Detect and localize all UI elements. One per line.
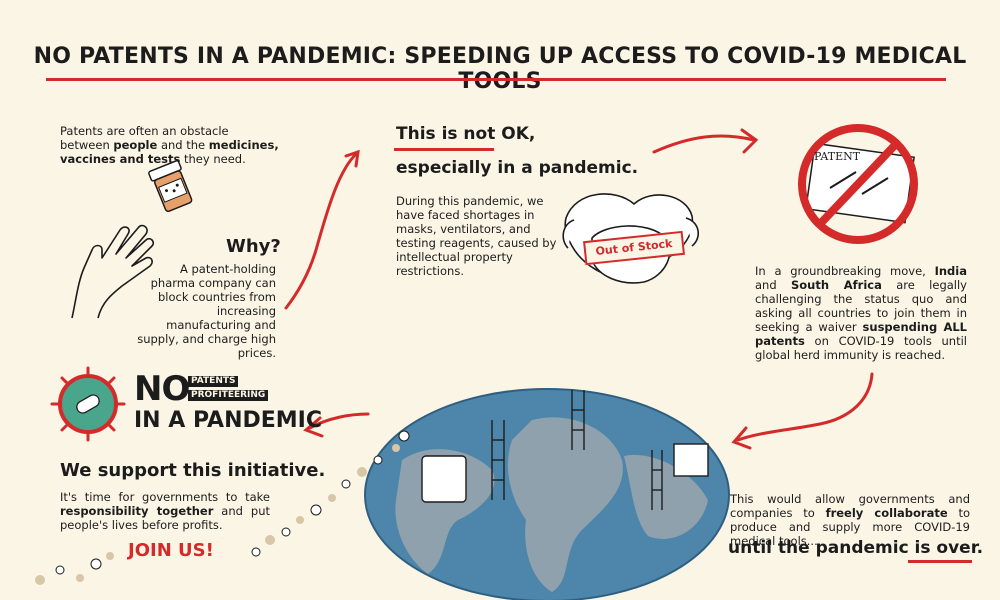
logo-tag-profiteering: PROFITEERING [188,390,269,401]
arrow-up-right-head [344,149,360,168]
trail-pill [310,504,322,516]
intro-b2: medicines, vaccines and tests [60,138,279,166]
support-t2: and put people's lives before profits. [60,504,270,532]
title-underline [46,78,946,81]
intro-t2: and the [157,138,209,152]
trail-pill [373,455,383,465]
until-over-heading: until the pandemic is over. [728,538,984,558]
trail-pill [357,467,367,477]
why-text: A patent-holding pharma company can bloc… [137,262,276,360]
india-b2: South Africa [791,278,882,292]
collab-b1: freely collaborate [825,506,948,520]
trail-pill [265,535,275,545]
intro-text: Patents are often an obstacle between pe… [60,124,280,166]
trail-pill [251,547,261,557]
logo-no: NO [134,369,190,409]
support-b1: responsibility together [60,504,214,518]
india-t1: In a groundbreaking move, [755,264,935,278]
intro-t3: they need. [180,152,246,166]
logo-tag-patents: PATENTS [188,376,239,387]
support-t1: It's time for governments to take [60,490,270,504]
trail-pill [55,565,65,575]
why-heading: Why? [226,236,281,257]
india-text: In a groundbreaking move, India and Sout… [755,264,967,362]
trail-pill [398,430,410,442]
arrow-down-left [736,372,874,442]
trail-pill [35,575,45,585]
trail-pill [328,494,336,502]
over-underline [908,560,972,563]
trail-pill [76,574,84,582]
trail-pill [392,444,400,452]
intro-b1: people [113,138,158,152]
pandemic-subheading: especially in a pandemic. [396,158,639,178]
virus-logo-icon [50,366,126,442]
arrow-left [308,412,370,430]
page-title: NO PATENTS IN A PANDEMIC: SPEEDING UP AC… [33,44,967,94]
masks-icon [562,193,699,284]
trail-pill [106,552,114,560]
india-t2: and [755,278,791,292]
arrow-up-right [284,152,358,310]
pill-trail [35,430,410,585]
shortages-text: During this pandemic, we have faced shor… [396,194,557,278]
collaborate-text: This would allow governments and compani… [730,492,970,548]
collab-t1: This would allow governments and compani… [730,492,970,520]
india-t3: are legally challenging the status quo a… [755,278,967,334]
trail-pill [296,516,304,524]
arrow-right-head [740,128,759,154]
not-ok-underline [394,148,494,151]
collab-t2: to produce and supply more COVID-19 medi… [730,506,970,548]
arrow-left-head [303,416,324,438]
support-text: It's time for governments to take respon… [60,490,270,532]
pill-bottle-icon [148,159,193,213]
globe-illustration [364,388,730,600]
not-ok-heading: This is not OK, [396,124,536,144]
arrow-down-left-head [731,426,752,450]
reaching-hand-icon [71,224,155,319]
support-heading: We support this initiative. [60,460,326,481]
trail-pill [281,527,291,537]
india-b1: India [934,264,967,278]
intro-t1: Patents are often an obstacle between [60,124,229,152]
join-us-link[interactable]: JOIN US! [128,540,214,561]
india-b3: suspending ALL patents [755,320,968,348]
trail-pill [341,479,351,489]
logo-pandemic: IN A PANDEMIC [134,408,322,433]
india-t4: on COVID-19 tools until global herd immu… [755,334,967,362]
trail-pill [90,558,102,570]
arrow-right [652,134,756,154]
no-patent-sign-icon [798,124,918,244]
patent-label: PATENT [814,150,861,163]
